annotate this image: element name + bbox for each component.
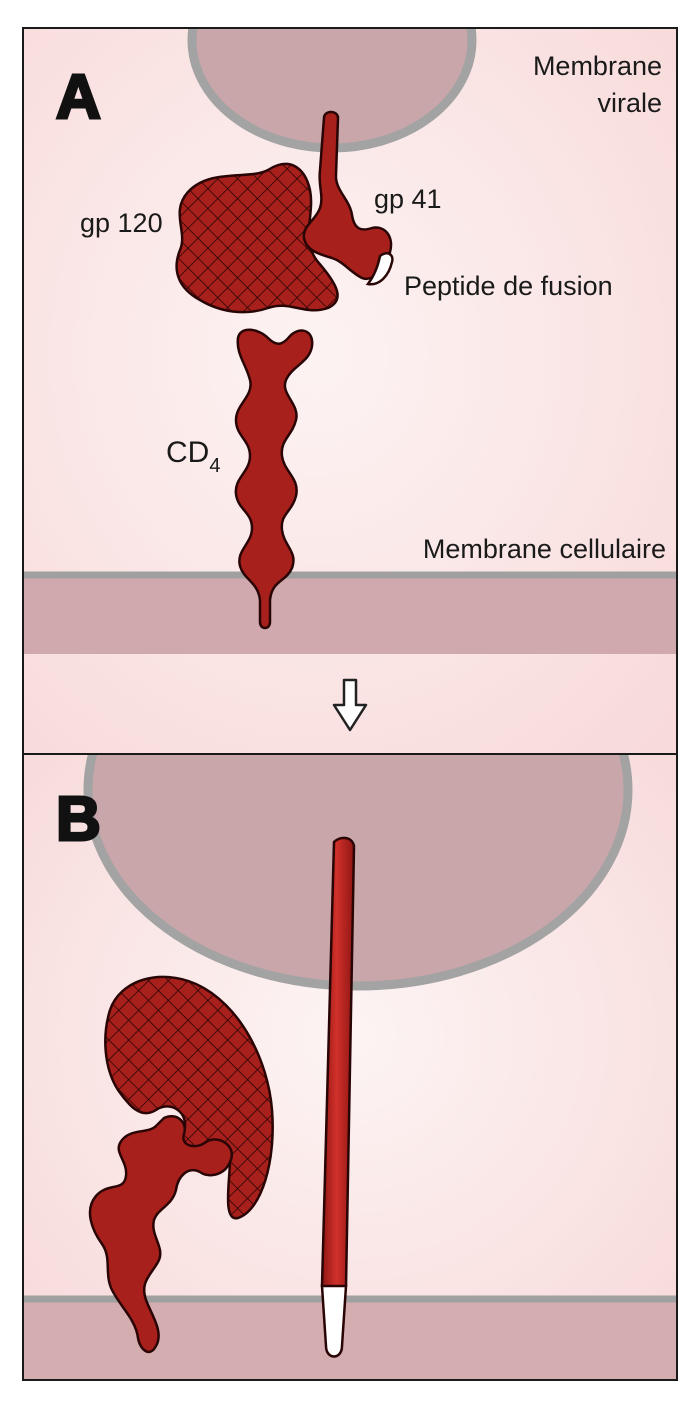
cd4-label-main: CD bbox=[166, 436, 209, 469]
viral-membrane-label-line2: virale bbox=[597, 88, 662, 118]
cell-membrane-band bbox=[23, 572, 677, 654]
fusion-peptide-shape-b bbox=[320, 1284, 348, 1358]
panel-b-frame bbox=[22, 753, 678, 1381]
viral-membrane-label-line1: Membrane bbox=[533, 51, 662, 81]
cd4-label-subscript: 4 bbox=[209, 455, 220, 477]
panel-b: B bbox=[23, 754, 677, 1380]
cd4-label: CD4 bbox=[166, 436, 220, 477]
gp41-label: gp 41 bbox=[374, 184, 442, 214]
fusion-peptide-label: Peptide de fusion bbox=[404, 271, 613, 301]
fusion-peptide-shape bbox=[365, 252, 394, 286]
gp120-label: gp 120 bbox=[80, 208, 163, 238]
transition-arrow-icon bbox=[332, 678, 368, 732]
gp120-shape bbox=[175, 162, 339, 314]
gp41-shape-b bbox=[88, 1115, 234, 1354]
cell-membrane-label: Membrane cellulaire bbox=[423, 534, 666, 564]
panel-b-letter: B bbox=[56, 785, 101, 854]
cd4-shape bbox=[234, 328, 314, 630]
viral-membrane-b bbox=[83, 754, 633, 991]
panel-a: A Membrane virale gp 120 gp 41 Peptide d… bbox=[23, 28, 677, 754]
panel-a-letter: A bbox=[56, 63, 101, 132]
cell-membrane-band-b bbox=[23, 1296, 677, 1380]
